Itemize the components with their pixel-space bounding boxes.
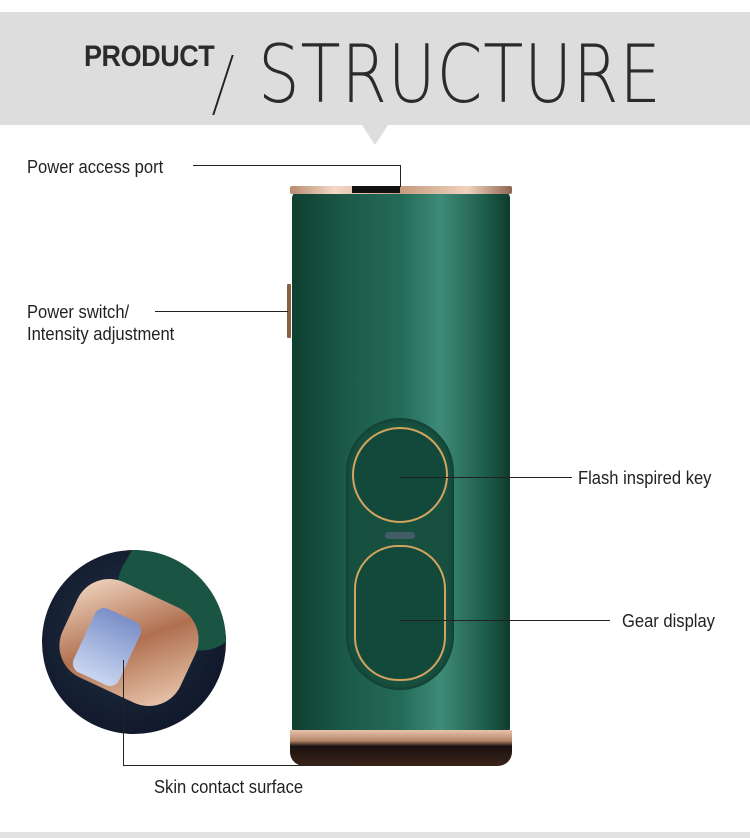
indicator-light <box>385 532 415 539</box>
header-band <box>0 12 750 125</box>
title-product: PRODUCT <box>84 40 215 73</box>
gear-display-button <box>354 545 446 681</box>
leader-line <box>400 165 401 187</box>
skin-contact-closeup <box>42 550 226 734</box>
title-structure: STRUCTURE <box>258 28 662 121</box>
header-pointer <box>362 125 388 145</box>
label-power-access-port: Power access port <box>27 157 164 177</box>
leader-line <box>123 660 124 766</box>
label-skin-contact: Skin contact surface <box>154 777 304 797</box>
leader-line <box>400 477 572 478</box>
label-gear-display: Gear display <box>622 611 715 631</box>
power-switch <box>287 284 291 338</box>
leader-line <box>155 311 288 312</box>
device-top-cap <box>290 186 512 194</box>
leader-line <box>400 620 610 621</box>
label-flash-key: Flash inspired key <box>578 468 712 488</box>
label-power-switch: Power switch/ <box>27 302 130 322</box>
leader-line <box>193 165 401 166</box>
footer-divider <box>0 832 750 838</box>
device-head <box>290 730 512 766</box>
label-intensity-adjustment: Intensity adjustment <box>27 324 175 344</box>
flash-key-button <box>352 427 448 523</box>
leader-line <box>123 765 351 766</box>
power-port <box>352 186 400 193</box>
